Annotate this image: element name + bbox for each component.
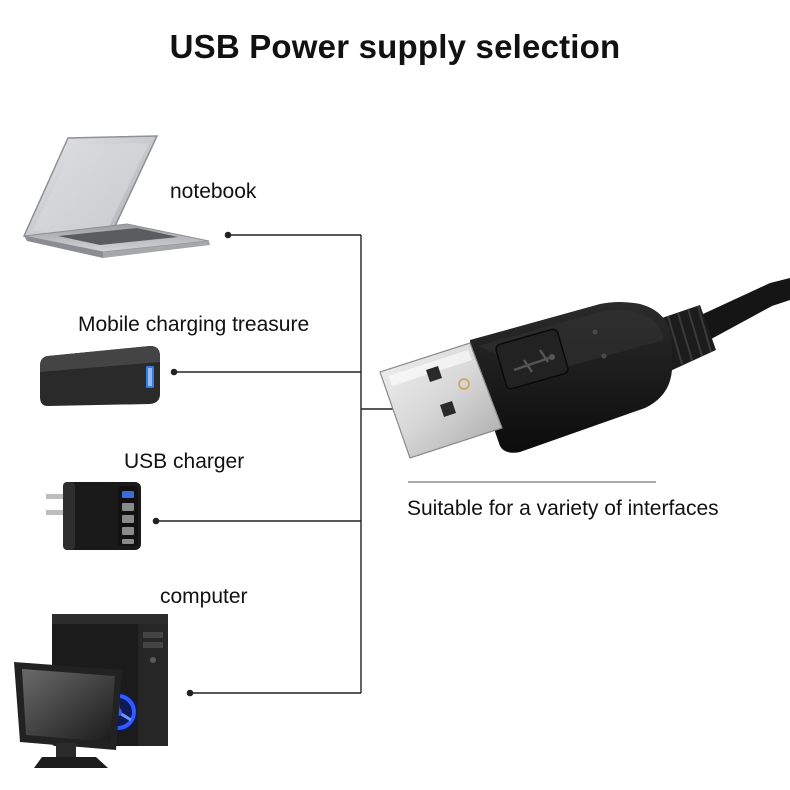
label-usb-charger: USB charger (124, 450, 245, 473)
label-computer: computer (160, 585, 248, 608)
connector-caption: Suitable for a variety of interfaces (407, 497, 719, 520)
usb-plug-icon (379, 278, 790, 459)
dot-computer (186, 689, 194, 697)
dot-mobile (170, 368, 178, 376)
laptop-icon (22, 135, 210, 258)
power-bank-icon (40, 346, 160, 406)
label-mobile-charging: Mobile charging treasure (78, 313, 310, 336)
dot-notebook (224, 231, 232, 239)
usb-charger-icon (46, 482, 141, 550)
desktop-computer-icon (14, 614, 168, 768)
dot-charger (152, 517, 160, 525)
label-notebook: notebook (170, 180, 257, 203)
diagram-title: USB Power supply selection (169, 28, 621, 65)
connection-lines (152, 231, 420, 697)
